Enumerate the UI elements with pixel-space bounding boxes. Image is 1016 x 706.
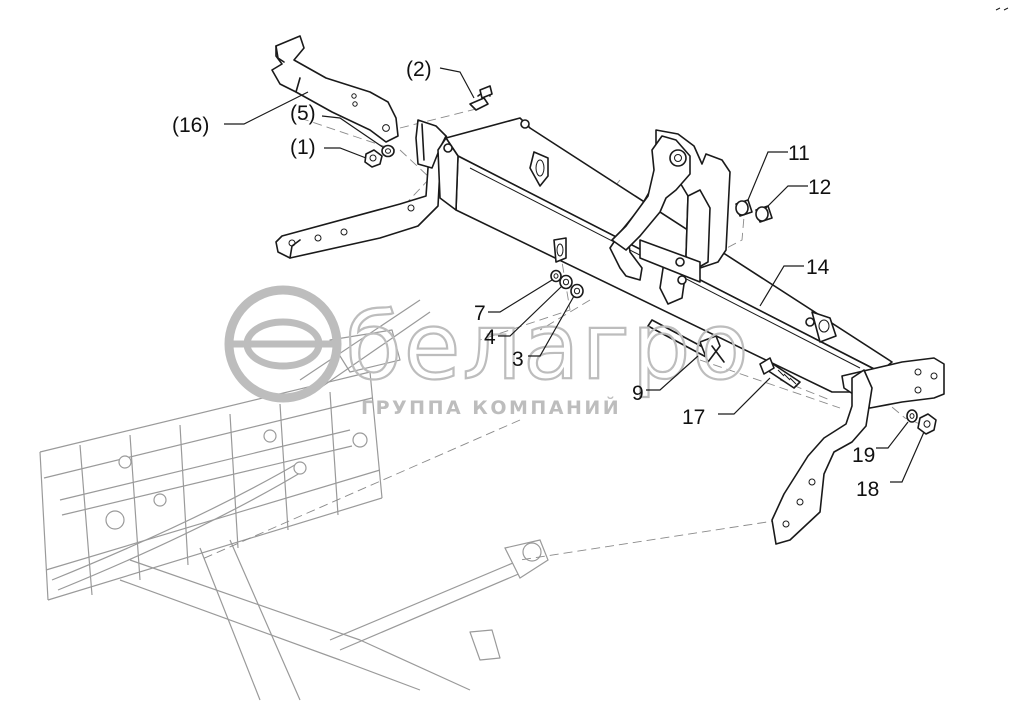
washer-part-19 (906, 409, 918, 423)
callout-label-12: 12 (808, 176, 831, 199)
corner-mark (995, 7, 1009, 11)
right-hitch-arm (771, 369, 873, 545)
washer-part-4 (559, 274, 573, 290)
callout-leader-lines (224, 67, 925, 483)
callout-label-14: 14 (806, 256, 830, 279)
watermark-subtitle-text: ГРУППА КОМПАНИЙ (361, 396, 621, 419)
callout-label-16: (16) (172, 114, 209, 137)
callout-label-19: 19 (852, 444, 875, 467)
callout-label-5: (5) (290, 102, 316, 125)
pin-part-9 (647, 319, 725, 363)
belagro-watermark: белагро ГРУППА КОМПАНИЙ (224, 285, 751, 419)
nut-part-1 (364, 149, 383, 168)
washer-part-3 (570, 283, 584, 299)
callout-labels: (2) (16) (5) (1) 11 12 14 7 4 3 9 17 19 … (172, 58, 879, 501)
callout-label-18: 18 (856, 478, 879, 501)
washer-part-5 (381, 144, 395, 158)
callout-label-3: 3 (512, 348, 524, 371)
background-machine-outline (39, 299, 549, 701)
callout-label-9: 9 (632, 382, 644, 405)
bracket-part-16 (271, 35, 399, 143)
bolt-part-17 (759, 357, 801, 389)
callout-label-11: 11 (788, 142, 810, 165)
callout-label-1: (1) (290, 136, 316, 159)
callout-label-2: (2) (406, 58, 432, 81)
bushing-part-11 (735, 199, 753, 217)
bushing-part-12 (755, 205, 773, 223)
nut-part-18 (917, 413, 937, 435)
callout-label-4: 4 (484, 326, 496, 349)
belagro-logo-emblem (224, 285, 342, 403)
bolt-part-2 (469, 85, 493, 111)
washer-part-7 (550, 269, 562, 283)
central-tower-bracket (609, 129, 837, 343)
callout-label-17: 17 (682, 406, 705, 429)
watermark-brand-text: белагро (345, 293, 751, 400)
callout-label-7: 7 (474, 302, 486, 325)
